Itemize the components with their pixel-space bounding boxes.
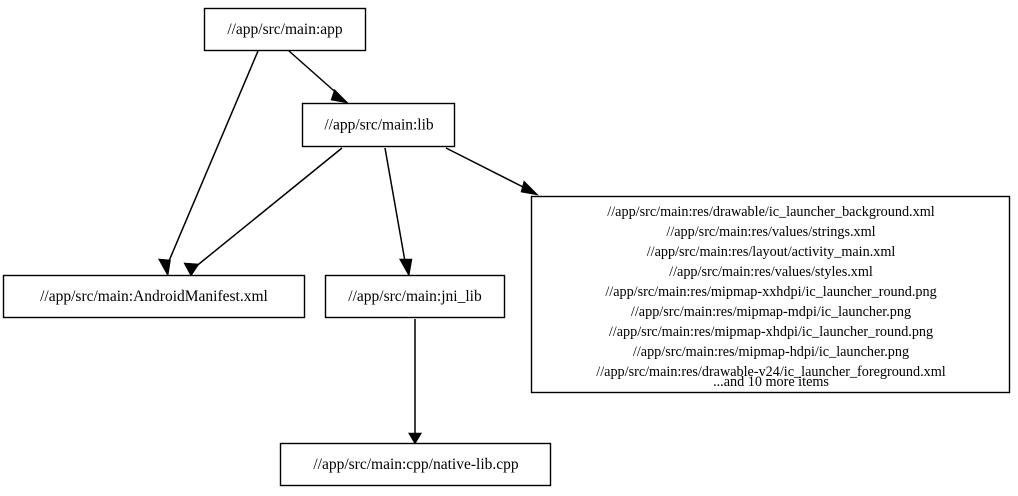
node-resources-line-4: //app/src/main:res/values/styles.xml: [669, 264, 873, 280]
node-app[interactable]: //app/src/main:app: [203, 7, 367, 52]
edge-jni-lib-to-native-lib: [407, 319, 423, 445]
node-lib[interactable]: //app/src/main:lib: [301, 102, 456, 148]
node-native-lib-label: //app/src/main:cpp/native-lib.cpp: [313, 456, 519, 473]
edge-app-to-manifest: [157, 50, 259, 277]
graph-nodes: //app/src/main:app //app/src/main:lib //…: [2, 7, 1011, 487]
node-resources-line-9: //app/src/main:res/drawable-v24/ic_launc…: [596, 364, 946, 380]
node-android-manifest-label: //app/src/main:AndroidManifest.xml: [40, 288, 268, 305]
edge-lib-to-resources: [445, 147, 539, 196]
edge-app-to-lib: [288, 50, 349, 104]
node-resources-line-3: //app/src/main:res/layout/activity_main.…: [647, 244, 896, 260]
node-resources[interactable]: //app/src/main:res/drawable/ic_launcher_…: [530, 195, 1011, 394]
node-resources-line-1: //app/src/main:res/drawable/ic_launcher_…: [607, 204, 934, 220]
node-jni-lib[interactable]: //app/src/main:jni_lib: [324, 274, 506, 319]
node-native-lib[interactable]: //app/src/main:cpp/native-lib.cpp: [279, 442, 552, 487]
graph-edges: [157, 50, 539, 445]
node-android-manifest[interactable]: //app/src/main:AndroidManifest.xml: [2, 274, 306, 319]
edge-lib-to-manifest: [183, 147, 343, 277]
node-jni-lib-label: //app/src/main:jni_lib: [348, 288, 482, 305]
node-app-label: //app/src/main:app: [227, 21, 343, 38]
node-resources-line-7: //app/src/main:res/mipmap-xhdpi/ic_launc…: [609, 324, 933, 340]
node-lib-label: //app/src/main:lib: [324, 117, 434, 134]
node-resources-line-5: //app/src/main:res/mipmap-xxhdpi/ic_laun…: [605, 284, 936, 300]
node-resources-line-6: //app/src/main:res/mipmap-mdpi/ic_launch…: [631, 304, 911, 320]
node-resources-line-2: //app/src/main:res/values/strings.xml: [666, 224, 875, 240]
node-resources-line-8: //app/src/main:res/mipmap-hdpi/ic_launch…: [633, 344, 909, 360]
node-resources-overflow-label: ...and 10 more items: [713, 374, 829, 390]
edge-lib-to-jni-lib: [384, 147, 413, 277]
